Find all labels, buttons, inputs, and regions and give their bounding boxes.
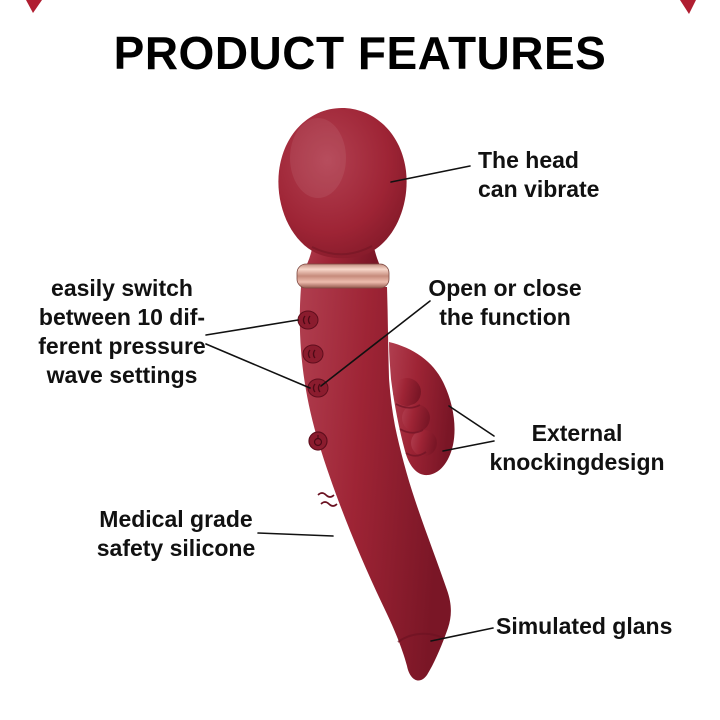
metal-band [296,263,390,289]
label-simulated-glans: Simulated glans [496,613,673,639]
glans-ridge [397,632,444,643]
label-pressure-waves: easily switch between 10 dif- ferent pre… [38,275,206,388]
callout-line-switch-2 [205,343,311,389]
power-button-icon [308,431,328,451]
label-knocking-design: External knockingdesign [489,420,665,475]
head-highlight [290,118,346,198]
callout-line-head [390,165,471,183]
vibration-wave-icon [317,492,338,507]
label-head-vibrate: The head can vibrate [478,147,600,202]
callout-line-glans [430,627,494,642]
callout-line-knocking-1 [448,405,495,437]
page-title: PRODUCT FEATURES [113,27,607,79]
knocking-bumps [393,378,437,457]
device [278,108,455,681]
callout-line-knocking-2 [442,440,495,452]
wave-glyphs [302,315,321,393]
label-open-close: Open or close the function [428,275,582,330]
label-safety-silicone: Medical grade safety silicone [96,506,256,561]
callout-line-silicone [257,532,334,537]
device-head [278,108,407,259]
callout-line-switch-1 [205,319,299,336]
device-handle [299,287,451,681]
callout-line-function [320,300,431,387]
head-crease [311,245,373,256]
corner-accent-right [680,0,696,14]
callout-lines [205,165,495,642]
corner-accent-left [26,0,42,13]
